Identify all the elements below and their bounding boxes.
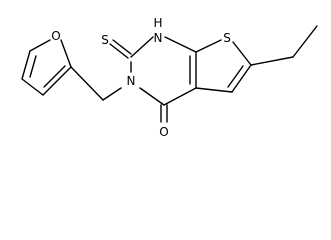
bond-furan-c5-c4 bbox=[21, 50, 31, 80]
n3-nitrogen-label: N bbox=[127, 74, 136, 88]
thione-sulfur-label: S bbox=[101, 33, 109, 47]
bond-c2-s-double-a bbox=[109, 43, 129, 59]
bond-furan-o-c2 bbox=[60, 39, 72, 68]
atom-label-layer: O S H N N S O bbox=[51, 16, 231, 139]
bond-c6-c5-inner bbox=[227, 65, 244, 88]
bond-furan-c3-c2-inner bbox=[43, 65, 66, 88]
bond-ch2-n3 bbox=[102, 87, 122, 101]
bond-n1-c7a bbox=[164, 36, 197, 53]
furan-oxygen-label: O bbox=[51, 29, 60, 43]
bond-furan-ch2 bbox=[70, 66, 104, 101]
nh-nitrogen-label: N bbox=[154, 31, 163, 45]
bond-furan-c3-c2 bbox=[42, 66, 72, 96]
carbonyl-oxygen-label: O bbox=[159, 125, 168, 139]
bond-ch2-ch3 bbox=[292, 25, 318, 58]
bond-c6-ch2 bbox=[250, 56, 294, 66]
bond-furan-o-c5 bbox=[29, 39, 51, 52]
bond-c5-c4a bbox=[195, 87, 233, 93]
thiophene-sulfur-label: S bbox=[223, 31, 231, 45]
bond-furan-c5-c4-inner bbox=[29, 55, 37, 78]
bond-c2-s-double-b bbox=[112, 39, 132, 55]
bond-layer bbox=[21, 25, 318, 123]
bond-s-c6 bbox=[232, 41, 252, 66]
bond-c6-c5 bbox=[231, 64, 252, 93]
bond-c4a-c4 bbox=[163, 87, 197, 106]
nh-hydrogen-label: H bbox=[153, 16, 162, 30]
bond-furan-c4-c3 bbox=[21, 78, 44, 96]
bond-c2-n1 bbox=[130, 36, 154, 58]
bond-c4-n3 bbox=[139, 87, 165, 106]
bond-c7a-s bbox=[195, 39, 222, 53]
molecule-structure: O S H N N S O bbox=[21, 16, 318, 139]
